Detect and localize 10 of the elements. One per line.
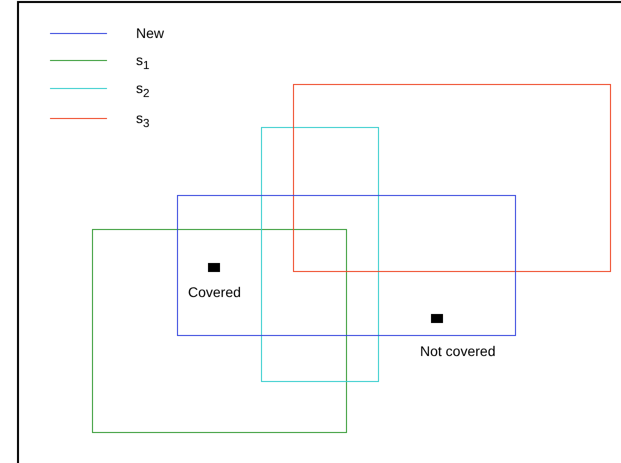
- region-rectangle: [92, 229, 347, 433]
- point-label: Not covered: [420, 343, 496, 359]
- point-label: Covered: [188, 284, 241, 300]
- region-rectangle: [261, 127, 379, 382]
- region-rectangle: [293, 84, 611, 272]
- legend-label: s$_{3}$: [136, 110, 150, 132]
- legend-label: s$_{1}$: [136, 52, 150, 74]
- legend-label: s$_{2}$: [136, 80, 150, 102]
- legend-label: New: [136, 25, 164, 41]
- new-region-rectangle: [177, 195, 516, 336]
